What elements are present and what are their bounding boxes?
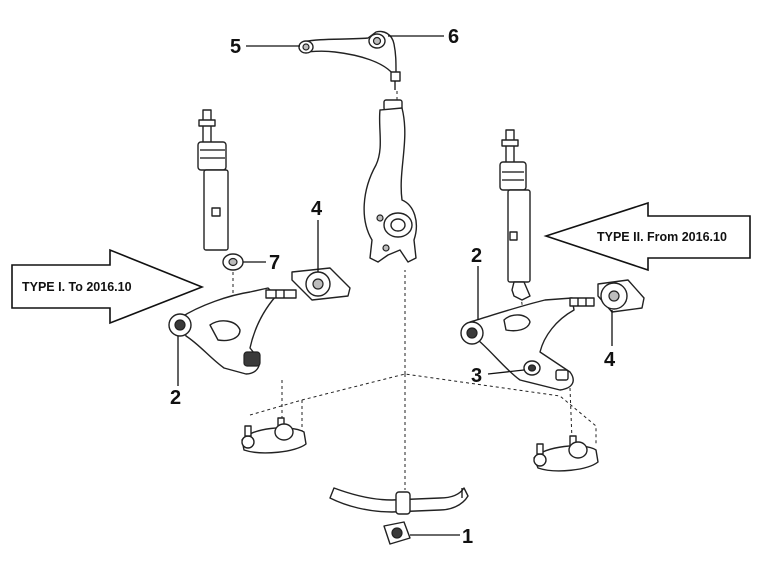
- shock-absorber-left: [197, 109, 244, 271]
- callout-7: 7: [269, 252, 280, 274]
- callout-3: 3: [471, 365, 482, 387]
- callout-numbers: 5 6 4 7 2 4 3 2 1: [170, 26, 616, 548]
- shock-absorber-right: [499, 129, 531, 301]
- callout-4-left: 4: [311, 198, 323, 220]
- ball-joint-left: [241, 417, 307, 454]
- type2-label: TYPE II. From 2016.10: [597, 230, 727, 244]
- upper-control-arm: [298, 30, 401, 90]
- callout-2-right: 2: [471, 245, 482, 267]
- callout-4-right: 4: [604, 349, 616, 371]
- lower-control-arm-right: [460, 297, 595, 391]
- bushing-bracket-left: [291, 267, 351, 301]
- callout-1: 1: [462, 526, 473, 548]
- stabilizer-bar: [329, 487, 469, 515]
- lower-control-arm-left: [168, 287, 297, 375]
- stabilizer-bushing: [383, 521, 411, 545]
- type2-arrow: TYPE II. From 2016.10: [543, 201, 751, 272]
- callout-2-left: 2: [170, 387, 181, 409]
- leader-lines: [177, 35, 613, 536]
- callout-5: 5: [230, 36, 241, 58]
- ball-joint-right: [533, 435, 599, 472]
- bushing-bracket-right: [597, 279, 645, 313]
- steering-knuckle: [363, 99, 418, 263]
- type1-arrow: TYPE I. To 2016.10: [11, 248, 205, 325]
- type1-label: TYPE I. To 2016.10: [22, 280, 132, 294]
- callout-6: 6: [448, 26, 459, 48]
